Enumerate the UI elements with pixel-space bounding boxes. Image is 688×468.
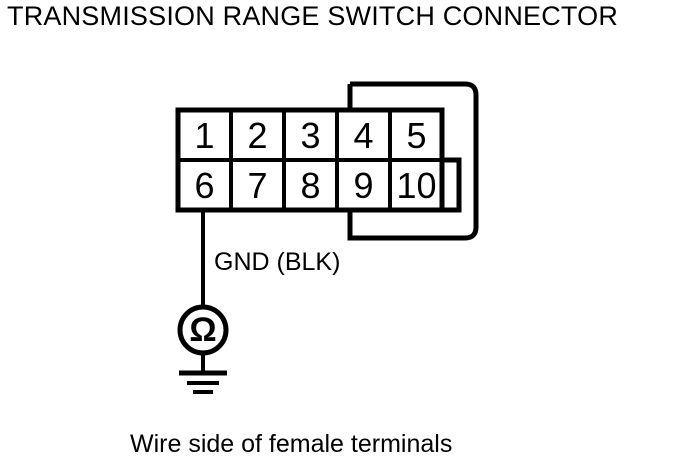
pin-label-9: 9 — [353, 165, 374, 206]
pin-label-10: 10 — [396, 165, 437, 206]
locking-tab-cell — [439, 157, 462, 213]
pin-label-1: 1 — [194, 115, 215, 156]
diagram-caption: Wire side of female terminals — [130, 430, 453, 458]
ground-symbol-icon — [179, 370, 227, 394]
pin-label-6: 6 — [194, 165, 215, 206]
pin-label-4: 4 — [353, 115, 374, 156]
ground-wire-label: GND (BLK) — [214, 248, 341, 276]
pin-label-7: 7 — [247, 165, 268, 206]
pin-label-2: 2 — [247, 115, 268, 156]
pin-grid-lines — [178, 110, 442, 210]
pin-label-3: 3 — [300, 115, 321, 156]
connector-shell — [347, 81, 479, 241]
page-title: TRANSMISSION RANGE SWITCH CONNECTOR — [7, 1, 619, 31]
pin-label-8: 8 — [300, 165, 321, 206]
pin-label-5: 5 — [406, 115, 427, 156]
ohmmeter-omega-symbol: Ω — [189, 311, 217, 349]
